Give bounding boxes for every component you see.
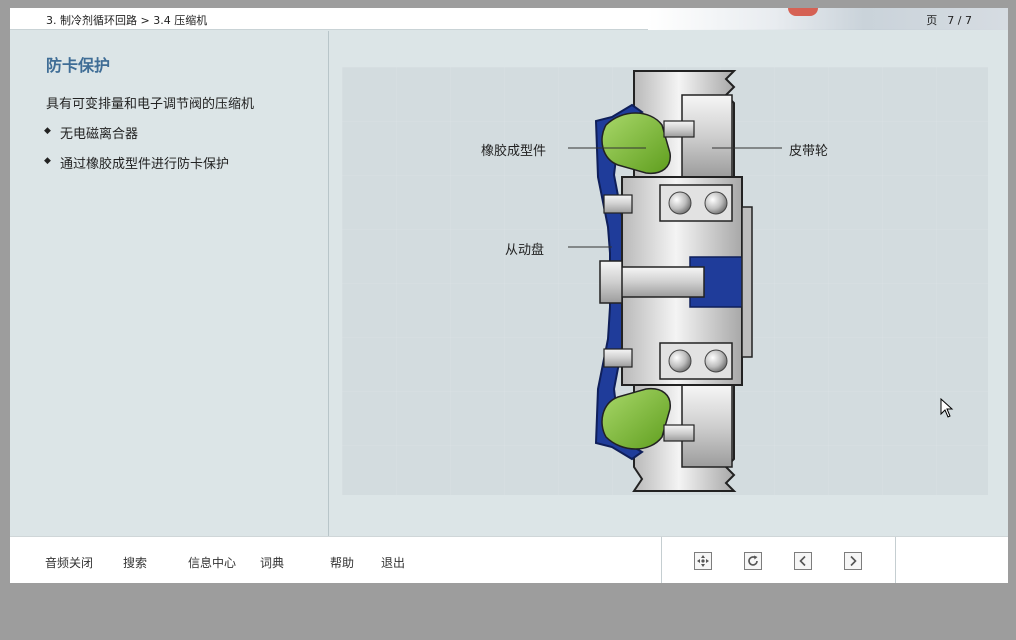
previous-page-button[interactable] xyxy=(794,552,812,570)
header-decoration-accent xyxy=(788,8,818,16)
compressor-diagram: 橡胶成型件 皮带轮 从动盘 xyxy=(342,67,988,495)
glossary-button[interactable]: 词典 xyxy=(260,556,285,570)
next-page-button[interactable] xyxy=(844,552,862,570)
breadcrumb[interactable]: 3. 制冷剂循环回路 > 3.4 压缩机 xyxy=(46,14,208,27)
page-subtitle: 具有可变排量和电子调节阀的压缩机 xyxy=(46,97,255,112)
bearing-ball xyxy=(668,349,692,373)
text-panel xyxy=(10,31,329,536)
list-item: ◆ 无电磁离合器 xyxy=(44,123,229,153)
rivet-upper xyxy=(603,194,633,214)
page-label: 页 xyxy=(926,14,938,27)
help-button[interactable]: 帮助 xyxy=(330,556,355,570)
bolt-head xyxy=(599,260,623,304)
pin-lower xyxy=(663,424,695,442)
audio-off-button[interactable]: 音频关闭 xyxy=(45,556,94,570)
pulley-cross-section xyxy=(568,70,782,492)
bearing-ball xyxy=(704,191,728,215)
move-icon xyxy=(697,555,709,567)
list-item-text: 通过橡胶成型件进行防卡保护 xyxy=(60,157,230,172)
header-decoration xyxy=(648,8,1008,30)
toolbar-divider xyxy=(895,537,896,583)
callout-pulley: 皮带轮 xyxy=(789,144,829,159)
page-number: 7 / 7 xyxy=(947,14,972,27)
bullet-icon: ◆ xyxy=(44,126,51,136)
rivet-lower xyxy=(603,348,633,368)
exit-button[interactable]: 退出 xyxy=(381,556,406,570)
bullet-icon: ◆ xyxy=(44,156,51,166)
feature-list: ◆ 无电磁离合器 ◆ 通过橡胶成型件进行防卡保护 xyxy=(44,123,229,183)
page-title: 防卡保护 xyxy=(46,56,111,75)
info-center-button[interactable]: 信息中心 xyxy=(188,556,237,570)
mouse-cursor-icon xyxy=(940,398,954,418)
app-window: 3. 制冷剂循环回路 > 3.4 压缩机 页 7 / 7 防卡保护 具有可变排量和… xyxy=(10,8,1008,583)
list-item-text: 无电磁离合器 xyxy=(60,127,139,142)
bearing-ball xyxy=(704,349,728,373)
chevron-right-icon xyxy=(850,555,857,567)
top-bar: 3. 制冷剂循环回路 > 3.4 压缩机 页 7 / 7 xyxy=(10,8,1008,30)
compressor-housing xyxy=(741,206,753,358)
replay-button[interactable] xyxy=(744,552,762,570)
callout-driven-plate: 从动盘 xyxy=(505,243,545,258)
toolbar-divider xyxy=(661,537,662,583)
rubber-element-upper xyxy=(601,112,671,175)
move-button[interactable] xyxy=(694,552,712,570)
search-button[interactable]: 搜索 xyxy=(123,556,148,570)
rubber-element-lower xyxy=(601,387,671,450)
refresh-icon xyxy=(748,555,758,566)
bearing-ball xyxy=(668,191,692,215)
list-item: ◆ 通过橡胶成型件进行防卡保护 xyxy=(44,153,229,183)
page-indicator: 页 7 / 7 xyxy=(926,12,972,28)
bottom-toolbar: 音频关闭 搜索 信息中心 词典 帮助 退出 xyxy=(10,536,1008,583)
callout-rubber-element: 橡胶成型件 xyxy=(481,144,547,159)
pin-upper xyxy=(663,120,695,138)
chevron-left-icon xyxy=(799,555,806,567)
